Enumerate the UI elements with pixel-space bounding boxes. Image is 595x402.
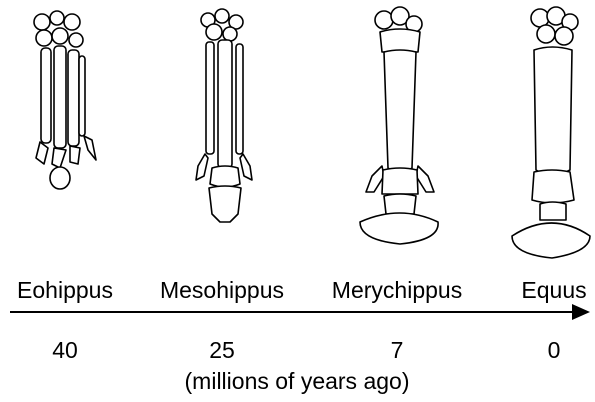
age-merychippus: 7: [391, 337, 404, 363]
mesohippus-foot-bones-icon: [196, 9, 252, 222]
merychippus-foot-bones-icon: [360, 7, 438, 244]
arrow-head: [572, 304, 590, 320]
equus-foot-bones-icon: [512, 7, 590, 258]
age-equus: 0: [548, 337, 561, 363]
right-arrow-icon: [0, 300, 595, 324]
age-eohippus: 40: [52, 337, 78, 363]
age-mesohippus: 25: [209, 337, 235, 363]
units-label: (millions of years ago): [185, 368, 410, 394]
eohippus-foot-bones-icon: [34, 11, 96, 189]
foot-bones-illustrations: [0, 0, 595, 260]
